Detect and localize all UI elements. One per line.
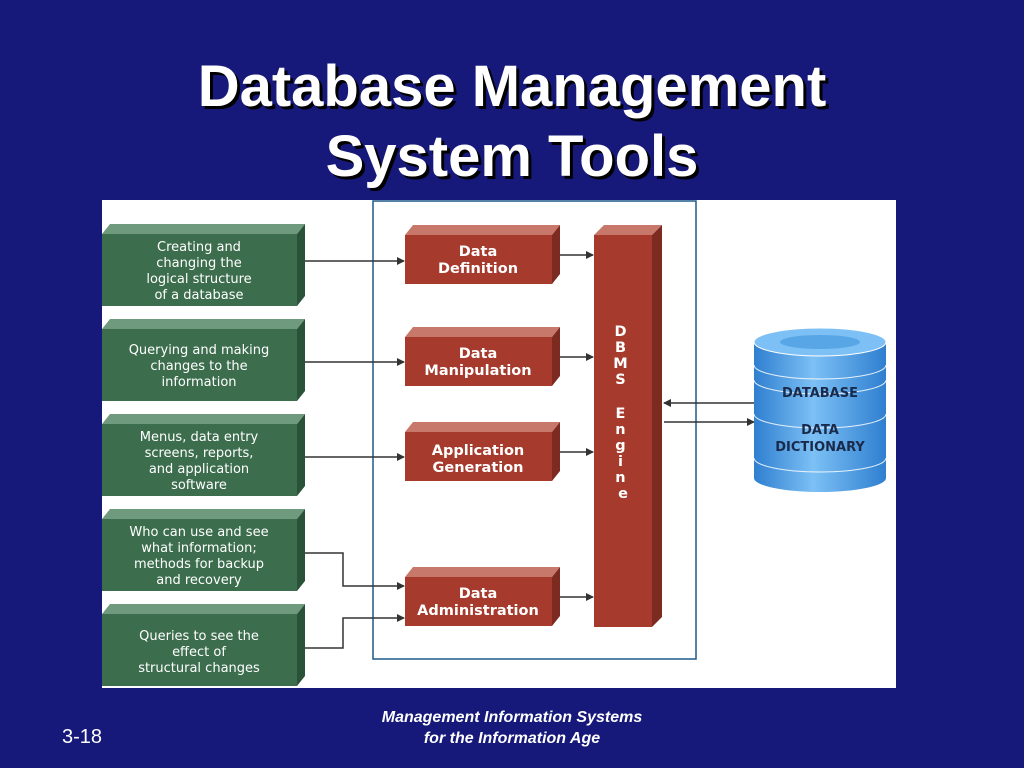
tool-2-line-2: Manipulation	[424, 363, 531, 379]
input-5-line-3: structural changes	[138, 661, 260, 676]
input-4-line-4: and recovery	[156, 573, 242, 588]
engine-letter-1: D	[614, 324, 626, 340]
input-3-line-2: screens, reports,	[145, 446, 254, 461]
input-4-line-1: Who can use and see	[129, 525, 268, 540]
tool-1-line-1: Data	[459, 244, 498, 260]
arrow-input-5	[305, 614, 405, 649]
engine-letter-10: n	[615, 470, 625, 486]
footer-line-1: Management Information Systems	[381, 709, 643, 726]
input-2-line-3: information	[161, 375, 236, 390]
tool-3-line-1: Application	[432, 443, 525, 459]
input-5-line-2: effect of	[172, 645, 226, 660]
input-3-line-1: Menus, data entry	[140, 430, 259, 445]
input-3-line-3: and application	[149, 462, 249, 477]
engine-letter-3: M	[613, 356, 627, 372]
footer-line-2: for the Information Age	[423, 730, 601, 747]
footer-book-title: Management Information Systems for the I…	[312, 707, 712, 749]
engine-letter-8: g	[615, 438, 625, 454]
slide-title: Database Management System Tools	[0, 52, 1024, 192]
engine-letter-2: B	[615, 340, 626, 356]
dictionary-label-line-1: DATA	[801, 423, 839, 438]
input-1-line-1: Creating and	[157, 240, 241, 255]
input-1-line-3: logical structure	[146, 272, 251, 287]
tool-4-line-2: Administration	[417, 603, 539, 619]
database-label: DATABASE	[782, 386, 858, 401]
input-1-line-4: of a database	[154, 288, 243, 303]
input-arrows	[305, 257, 405, 649]
dictionary-label-line-2: DICTIONARY	[775, 440, 865, 455]
input-2-line-2: changes to the	[150, 359, 247, 374]
svg-text:D B M: D B M S E n g i n e	[613, 324, 633, 502]
title-line-1: Database Management	[197, 54, 827, 119]
engine-letter-4: S	[615, 372, 625, 388]
input-4-line-3: methods for backup	[134, 557, 264, 572]
database-cylinder: DATABASE DATA DICTIONARY	[753, 327, 887, 492]
tools-frame	[372, 200, 697, 660]
input-5-line-1: Queries to see the	[139, 629, 259, 644]
engine-letter-6: E	[616, 406, 626, 422]
tool-arrows	[560, 251, 594, 601]
slide-number: 3-18	[62, 726, 103, 748]
tool-4-line-1: Data	[459, 586, 498, 602]
engine-letter-7: n	[615, 422, 625, 438]
engine-letter-11: e	[618, 486, 628, 502]
input-4-line-2: what information;	[141, 541, 256, 556]
title-line-2: System Tools	[325, 124, 699, 189]
input-2-line-1: Querying and making	[129, 343, 270, 358]
dbms-engine: D B M S E n g i n e	[594, 225, 662, 627]
input-1-line-2: changing the	[156, 256, 241, 271]
engine-letter-9: i	[618, 454, 623, 470]
engine-database-arrows	[663, 399, 755, 426]
tool-1-line-2: Definition	[438, 261, 518, 277]
input-3-line-4: software	[171, 478, 227, 493]
arrow-input-4	[305, 552, 405, 590]
tool-3-line-2: Generation	[432, 460, 523, 476]
tool-2-line-1: Data	[459, 346, 498, 362]
